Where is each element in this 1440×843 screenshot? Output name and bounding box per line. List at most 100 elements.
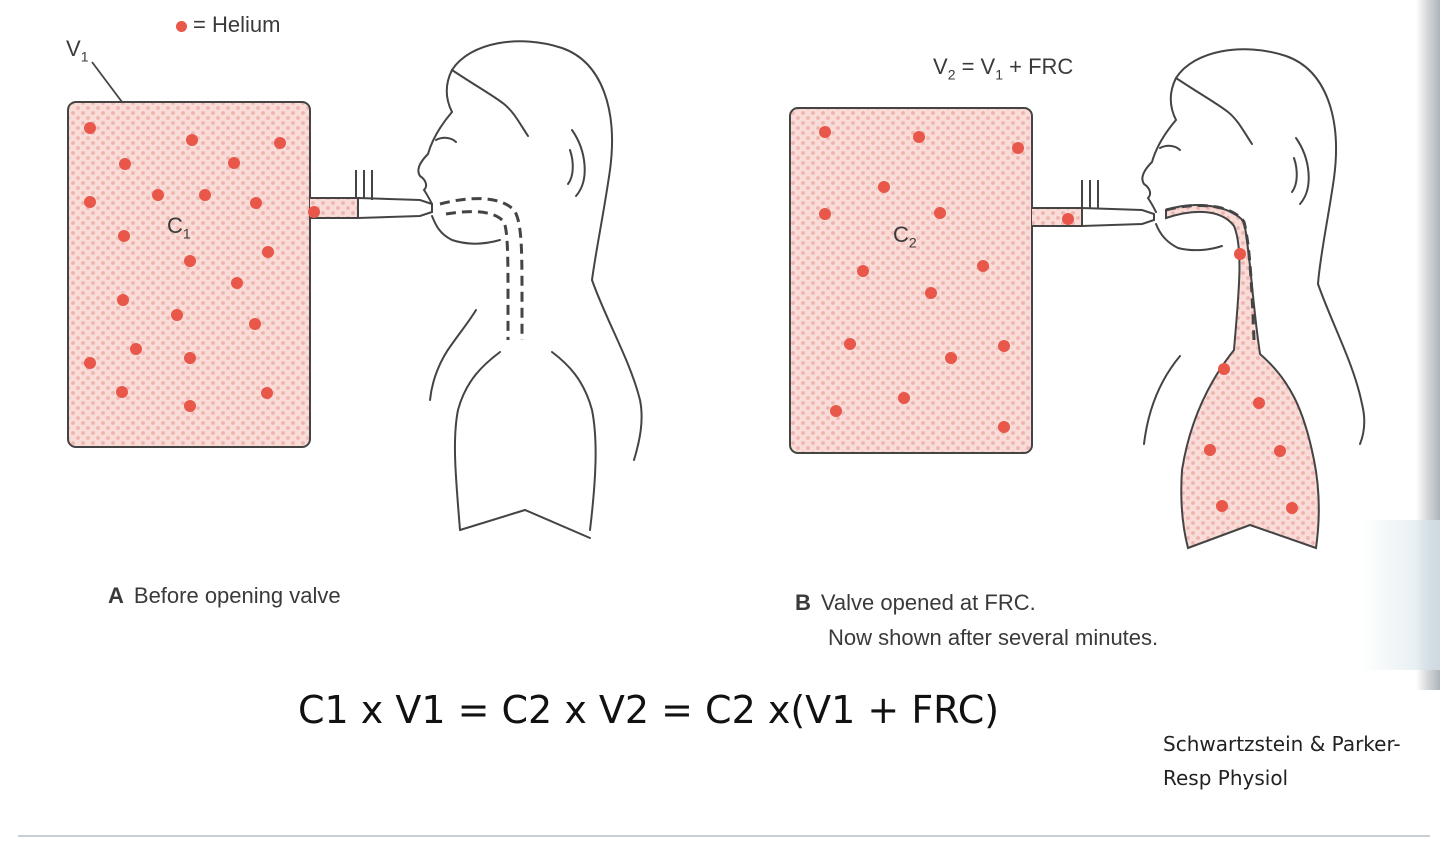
v2-letter: V <box>933 54 948 79</box>
panel-a-helium-particle <box>84 357 96 369</box>
panel-b-helium-particle <box>1274 445 1286 457</box>
c2-letter: C <box>893 222 909 247</box>
person-b <box>1141 48 1366 445</box>
eye-b <box>1159 144 1181 151</box>
panel-a-helium-particle <box>184 352 196 364</box>
panel-a-helium-particle <box>249 318 261 330</box>
panel-a-helium-particle <box>116 386 128 398</box>
panel-b-helium-particle <box>977 260 989 272</box>
panel-a-helium-particle <box>231 277 243 289</box>
spirometer-tank-b <box>789 107 1033 454</box>
c1-letter: C <box>167 213 183 238</box>
panel-b-helium-particle <box>998 340 1010 352</box>
panel-a <box>67 40 643 539</box>
panel-b-helium-particle <box>1253 397 1265 409</box>
panel-b-helium-particle <box>1218 363 1230 375</box>
panel-a-helium-particle <box>84 196 96 208</box>
mouthpiece-a <box>357 196 433 220</box>
bottom-divider <box>18 835 1430 837</box>
panel-b-helium-particle <box>819 208 831 220</box>
shoulder-b <box>1317 283 1366 445</box>
legend-text: = Helium <box>193 12 281 37</box>
valve-a <box>355 170 373 200</box>
caption-a-letter: A <box>108 583 124 608</box>
panel-b-helium-particle <box>934 207 946 219</box>
panel-a-helium-particle <box>199 189 211 201</box>
panel-b-helium-particle <box>998 421 1010 433</box>
helium-dilution-diagram <box>67 40 1366 550</box>
caption-a: A Before opening valve <box>108 578 341 613</box>
v1-leader-line <box>91 61 123 103</box>
caption-a-text: Before opening valve <box>133 583 341 608</box>
lung-left-a <box>453 351 501 531</box>
panel-a-helium-particle <box>250 197 262 209</box>
panel-b-helium-particle <box>819 126 831 138</box>
panel-b <box>789 48 1366 550</box>
panel-a-helium-particle <box>228 157 240 169</box>
front-torso-a <box>429 309 477 401</box>
source-line1: Schwartzstein & Parker- <box>1163 732 1401 756</box>
helium-dot-icon <box>176 20 187 32</box>
ear-a <box>567 129 586 197</box>
panel-b-helium-particle <box>898 392 910 404</box>
connector-tube-b <box>1032 207 1083 227</box>
lung-right-a <box>551 351 597 531</box>
valve-b <box>1081 180 1099 208</box>
panel-a-helium-particle <box>184 255 196 267</box>
eye-a <box>435 136 457 143</box>
c1-subscript: 1 <box>182 225 191 242</box>
v2-plus-frc: + FRC <box>1003 54 1074 79</box>
panel-a-helium-particle <box>118 230 130 242</box>
hairline-a <box>451 69 529 137</box>
panel-b-helium-particle <box>857 265 869 277</box>
panel-b-helium-particle <box>1012 142 1024 154</box>
panel-b-helium-particle <box>830 405 842 417</box>
helium-dots-b <box>819 126 1298 514</box>
v1-label: V1 <box>66 36 88 64</box>
panel-b-helium-particle <box>945 352 957 364</box>
panel-a-helium-particle <box>117 294 129 306</box>
head-back-b <box>1175 48 1337 285</box>
caption-b-line2: Now shown after several minutes. <box>828 625 1159 651</box>
v2-equation-label: V2 = V1 + FRC <box>933 54 1073 82</box>
ear-b <box>1291 137 1310 205</box>
panel-a-helium-particle <box>274 137 286 149</box>
face-profile-b <box>1141 77 1178 213</box>
face-profile-a <box>417 69 454 205</box>
panel-a-helium-particle <box>262 246 274 258</box>
panel-a-helium-particle <box>171 309 183 321</box>
v1-letter: V <box>66 36 81 61</box>
panel-b-helium-particle <box>1204 444 1216 456</box>
panel-a-helium-particle <box>152 189 164 201</box>
panel-a-helium-particle <box>130 343 142 355</box>
person-a <box>417 40 643 539</box>
panel-a-helium-particle <box>184 400 196 412</box>
panel-b-helium-particle <box>878 181 890 193</box>
caption-b-line1: Valve opened at FRC. <box>820 590 1036 615</box>
airway-b <box>1165 204 1256 341</box>
chin-b <box>1155 223 1223 252</box>
mouthpiece-b <box>1081 206 1155 228</box>
source-citation: Schwartzstein & Parker- Resp Physiol <box>1163 727 1401 795</box>
panel-b-helium-particle <box>925 287 937 299</box>
airway-a <box>439 197 524 340</box>
source-line2: Resp Physiol <box>1163 766 1289 790</box>
head-back-a <box>451 40 613 281</box>
helium-dots-a <box>84 122 320 412</box>
panel-b-helium-particle <box>1216 500 1228 512</box>
panel-b-helium-particle <box>1062 213 1074 225</box>
hairline-b <box>1175 77 1253 145</box>
panel-b-helium-particle <box>913 131 925 143</box>
v2-equals-v: = V <box>955 54 996 79</box>
c2-label: C2 <box>893 222 917 250</box>
panel-a-helium-particle <box>119 158 131 170</box>
spirometer-tank-a <box>67 101 311 448</box>
panel-b-helium-particle <box>1286 502 1298 514</box>
v2-subscript: 2 <box>947 66 956 83</box>
diaphragm-a <box>459 508 591 539</box>
panel-a-helium-particle <box>261 387 273 399</box>
c2-subscript: 2 <box>908 234 917 251</box>
legend: = Helium <box>176 12 280 38</box>
